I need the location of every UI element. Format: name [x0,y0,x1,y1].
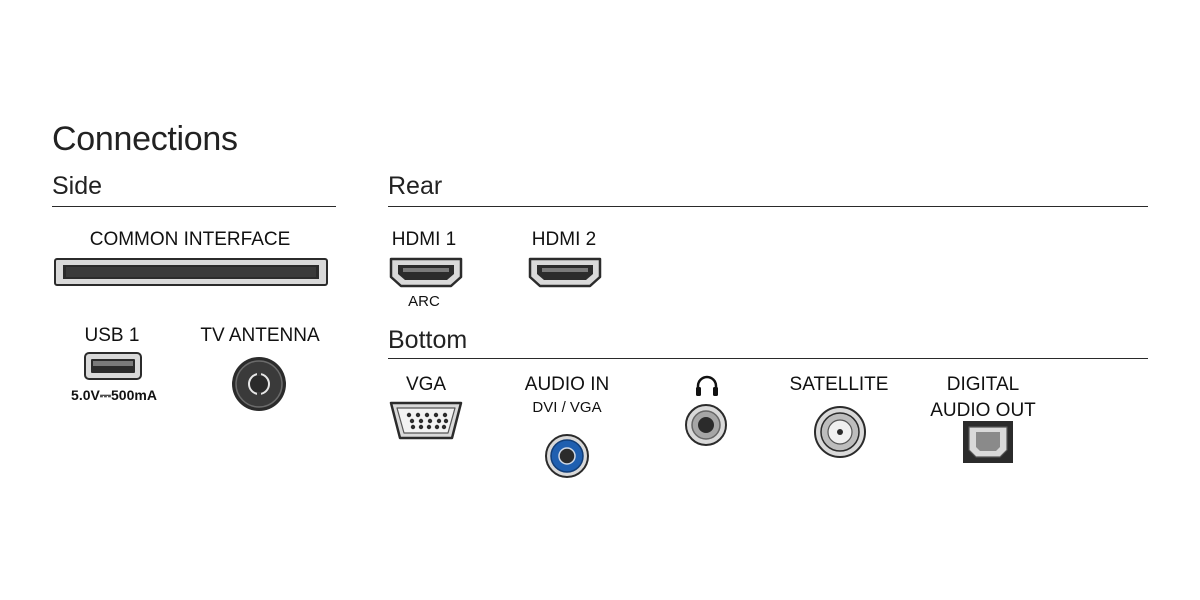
headphone-jack-icon [685,404,727,446]
hdmi1-arc-label: ARC [408,293,440,310]
satellite-port-icon [814,406,866,458]
section-bottom-rule [388,358,1148,359]
audio-in-sub-label: DVI / VGA [532,399,602,416]
audio-in-label: AUDIO IN [524,374,610,395]
digital-audio-out-port-icon [963,421,1013,463]
audio-in-jack-icon [545,434,589,478]
hdmi1-port-icon [389,257,463,288]
headphone-icon [696,375,718,396]
common-interface-label: COMMON INTERFACE [89,229,291,250]
hdmi2-label: HDMI 2 [531,229,597,250]
section-side-rule [52,206,336,207]
vga-label: VGA [405,374,447,395]
common-interface-slot-icon [54,258,328,286]
usb-port-icon [84,352,142,380]
section-bottom-heading: Bottom [388,326,468,354]
section-rear-rule [388,206,1148,207]
section-rear-heading: Rear [388,172,443,200]
digital-audio-out-label-line2: AUDIO OUT [930,400,1036,421]
satellite-label: SATELLITE [789,374,889,395]
tv-antenna-label: TV ANTENNA [200,325,320,346]
vga-port-icon [389,401,463,440]
hdmi2-port-icon [528,257,602,288]
section-side-heading: Side [52,172,103,200]
hdmi1-label: HDMI 1 [391,229,457,250]
usb-label: USB 1 [84,325,140,346]
page-title: Connections [52,120,238,158]
digital-audio-out-label-line1: DIGITAL [946,374,1020,395]
tv-antenna-port-icon [232,357,286,411]
usb-spec: 5.0V⎓500mA [71,387,157,403]
